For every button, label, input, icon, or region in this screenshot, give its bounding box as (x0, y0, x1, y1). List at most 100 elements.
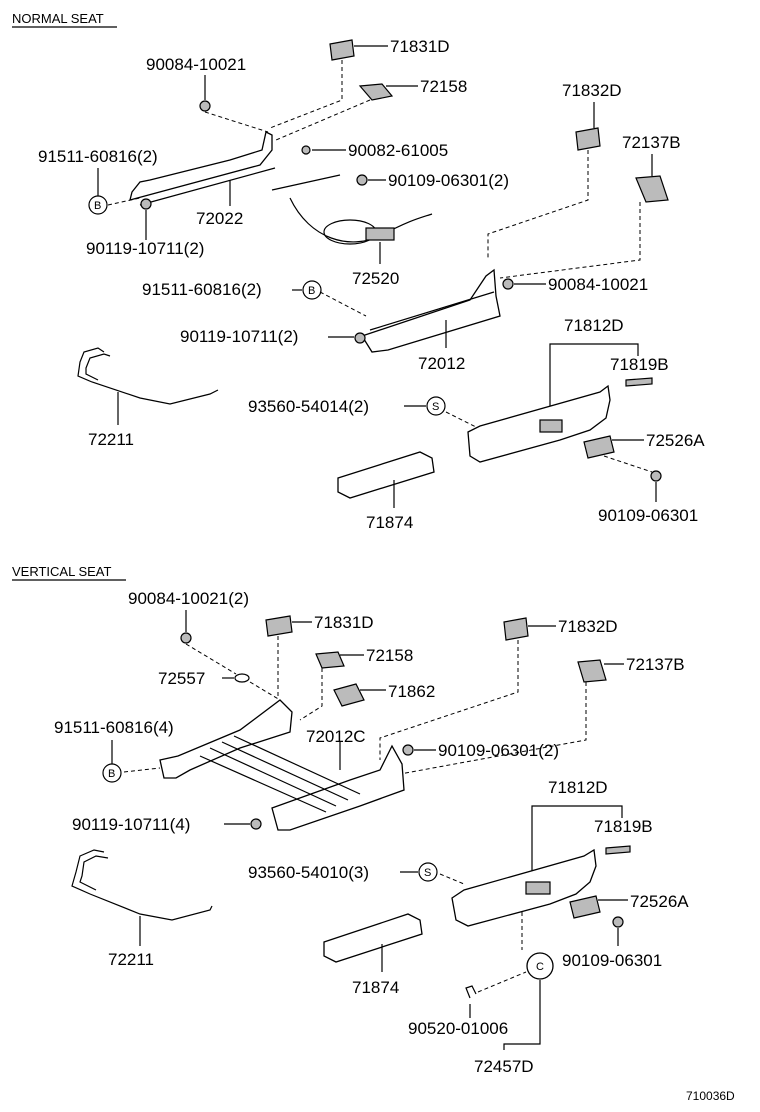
washer-90082 (301, 145, 311, 155)
part-72211-bar (77, 347, 219, 405)
part-72520-lever (271, 174, 341, 191)
label-71819b: 71819B (610, 355, 669, 374)
label-v-90109-a: 90109-06301(2) (438, 741, 559, 760)
label-72022: 72022 (196, 209, 243, 228)
guide-6 (499, 202, 641, 279)
bolt-v-90119 (250, 818, 262, 830)
guide-9 (603, 455, 653, 473)
part-71832d-shape (575, 127, 601, 151)
circle-s-1-letter: S (432, 401, 439, 413)
part-v-72158 (315, 651, 345, 669)
label-v-90109-b: 90109-06301 (562, 951, 662, 970)
normal-seat-section: NORMAL SEAT 71831D 90084-10021 72158 718… (12, 11, 705, 532)
guide-5 (487, 150, 589, 260)
washer-v-72557 (234, 673, 250, 683)
circle-b-2-letter: B (308, 285, 315, 297)
part-v-72137b (577, 659, 607, 683)
label-v-72526a: 72526A (630, 892, 689, 911)
label-v-71862: 71862 (388, 682, 435, 701)
part-v-72012c-crossbar-1 (209, 747, 337, 807)
label-90109-b: 90109-06301 (598, 506, 698, 525)
part-v-72211-bar (71, 849, 213, 921)
guide-v-4 (299, 668, 323, 721)
label-v-90520: 90520-01006 (408, 1019, 508, 1038)
label-v-71831d: 71831D (314, 613, 374, 632)
leader-v-71812d (531, 805, 623, 876)
part-71874-shape (337, 451, 435, 499)
circle-b-2 (302, 280, 322, 300)
circle-b-1 (88, 195, 108, 215)
part-71819b-shape (625, 377, 653, 387)
part-v-72211-bar-inner (79, 855, 109, 891)
label-v-71812d: 71812D (548, 778, 608, 797)
guide-v-6 (399, 682, 587, 775)
part-v-71812d-cover (451, 848, 597, 927)
label-90082-61005: 90082-61005 (348, 141, 448, 160)
bolt-90119-b (354, 332, 366, 344)
leader-71812d (549, 343, 639, 408)
guide-4 (107, 197, 141, 206)
label-v-91511: 91511-60816(4) (54, 718, 174, 737)
part-72137b-shape (635, 175, 669, 203)
vertical-seat-section: VERTICAL SEAT 90084-10021(2) 71831D 7183… (12, 564, 689, 1076)
circle-v-s-1-letter: S (424, 867, 431, 879)
label-72520: 72520 (352, 269, 399, 288)
part-72520-cable (289, 197, 433, 243)
label-91511-b: 91511-60816(2) (142, 280, 262, 299)
label-90084-10021-b: 90084-10021 (548, 275, 648, 294)
label-v-90119: 90119-10711(4) (72, 815, 190, 834)
part-72211-bar-inner (85, 353, 111, 381)
label-v-72137b: 72137B (626, 655, 685, 674)
leader-v-72457d (503, 980, 541, 1050)
guide-v-1 (185, 643, 237, 675)
part-72022-rail (129, 131, 273, 201)
part-71812d-cover (467, 384, 611, 463)
label-v-90084: 90084-10021(2) (128, 589, 249, 608)
section-title-vertical: VERTICAL SEAT (12, 564, 112, 579)
guide-v-2 (249, 681, 281, 701)
label-72211: 72211 (88, 430, 134, 449)
part-v-90520-clip (465, 985, 477, 999)
part-v-71862 (333, 683, 365, 707)
label-71831d: 71831D (390, 37, 450, 56)
bolt-90109-b (650, 470, 662, 482)
part-v-72012c-left-rail (159, 699, 293, 779)
circle-v-s-1 (418, 862, 438, 882)
circle-s-1 (426, 396, 446, 416)
figure-number: 710036D (686, 1089, 735, 1103)
label-71832d: 71832D (562, 81, 622, 100)
bolt-90084-b (502, 278, 514, 290)
part-v-71819b (605, 845, 631, 855)
part-72022-rail-edge (139, 167, 276, 206)
circle-v-b-1 (102, 763, 122, 783)
bolt-v-90084 (180, 632, 192, 644)
guide-1 (204, 111, 269, 133)
label-72137b: 72137B (622, 133, 681, 152)
part-v-72526a (569, 895, 601, 919)
part-v-71832d (503, 617, 529, 641)
part-v-72012c-crossbar-4 (199, 755, 327, 813)
label-v-72158: 72158 (366, 646, 413, 665)
circle-b-1-letter: B (94, 200, 101, 212)
label-72012: 72012 (418, 354, 465, 373)
bolt-v-90109-b (612, 916, 624, 928)
label-v-72012c: 72012C (306, 727, 366, 746)
label-v-71874: 71874 (352, 978, 399, 997)
label-v-71819b: 71819B (594, 817, 653, 836)
label-90119-a: 90119-10711(2) (86, 239, 204, 258)
guide-v-10 (477, 971, 527, 993)
part-v-72012c-crossbar-3 (233, 735, 361, 795)
guide-v-7 (123, 767, 161, 773)
circle-v-b-1-letter: B (108, 768, 115, 780)
label-90109-a: 90109-06301(2) (388, 171, 509, 190)
part-72012-rail-edge (369, 291, 495, 331)
label-72158: 72158 (420, 77, 467, 96)
part-v-71831d (265, 615, 293, 637)
part-72158-shape (358, 83, 394, 101)
label-v-71832d: 71832D (558, 617, 618, 636)
part-71831d-shape (329, 39, 355, 61)
part-v-71812d-window (525, 881, 551, 895)
part-v-72012c-crossbar-2 (221, 741, 349, 801)
part-v-72012c-right-rail (271, 744, 405, 831)
label-v-93560: 93560-54010(3) (248, 863, 369, 882)
